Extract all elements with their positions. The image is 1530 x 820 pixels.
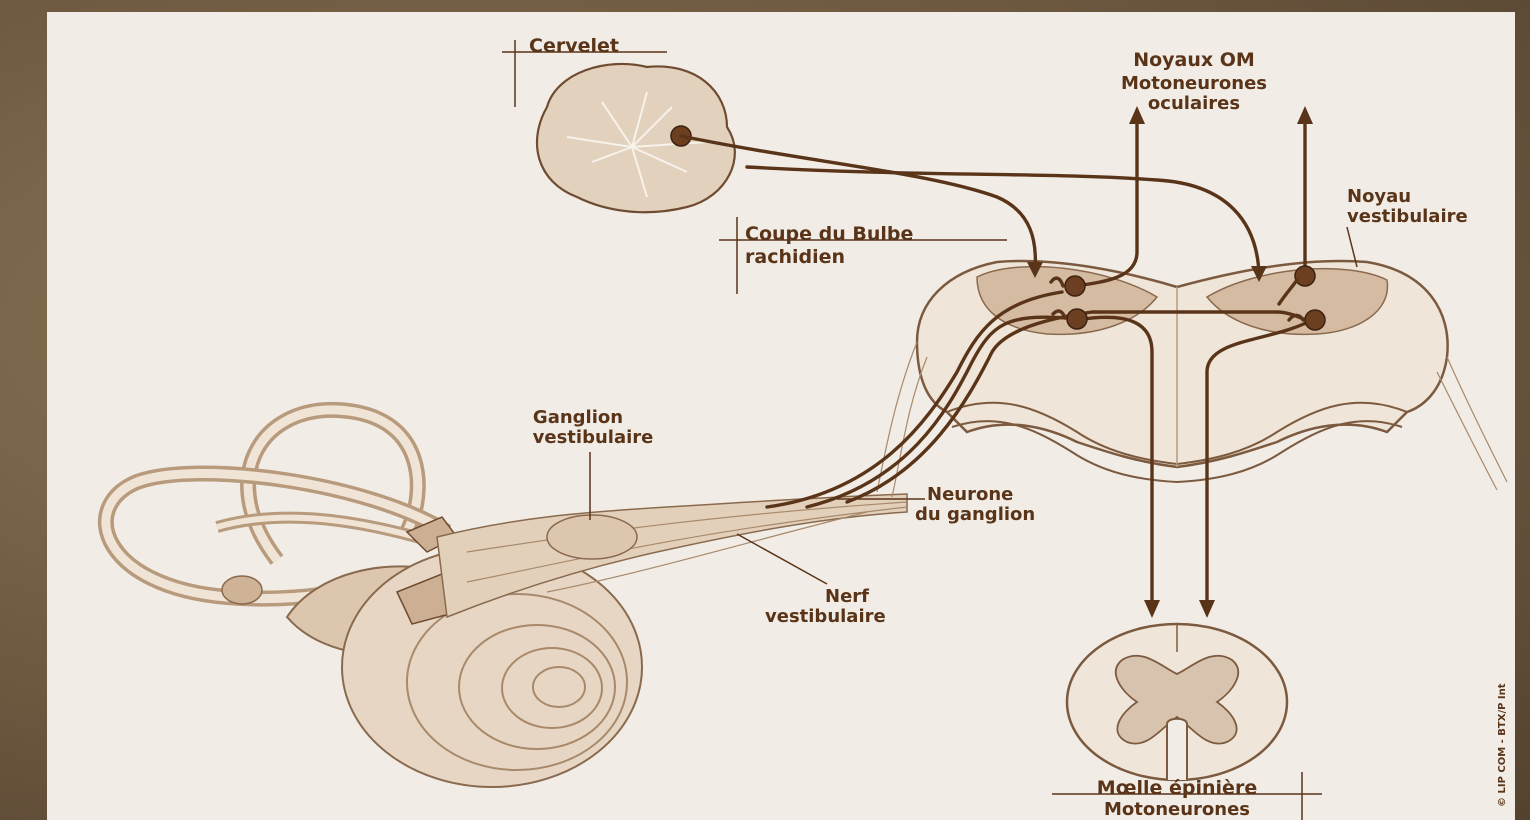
label-ganglion-2: vestibulaire (533, 427, 654, 448)
nucleus-neuron-3 (1295, 266, 1315, 286)
arrow-down-left (1144, 600, 1160, 618)
arrow-up-right (1297, 106, 1313, 124)
label-moelle-2: Motoneurones (1104, 799, 1250, 820)
label-coupe-bulbe-2: rachidien (745, 246, 845, 268)
spinal-cord-section (1067, 624, 1287, 780)
nucleus-neuron-2 (1067, 309, 1087, 329)
copyright-credit: © LIP COM - BTX/P Int (1497, 683, 1508, 807)
nucleus-neuron-4 (1305, 310, 1325, 330)
label-noyaux-om: Noyaux OM (1133, 49, 1255, 71)
label-moelle-1: Mœlle épinière (1097, 777, 1257, 799)
label-motoneurones-oculaires-2: oculaires (1148, 93, 1240, 114)
label-noyau-1: Noyau (1347, 186, 1411, 207)
nucleus-neuron-1 (1065, 276, 1085, 296)
cerebellum-illustration (537, 64, 735, 212)
medulla-cross-section (877, 261, 1507, 497)
label-coupe-bulbe-1: Coupe du Bulbe (745, 223, 913, 245)
label-neurone-2: du ganglion (915, 504, 1035, 525)
vestibular-pathway-diagram: Cervelet Noyaux OM Motoneurones oculaire… (47, 12, 1515, 820)
label-ganglion-1: Ganglion (533, 407, 623, 428)
arrow-up-left (1129, 106, 1145, 124)
arrow-down-right (1199, 600, 1215, 618)
label-nerf-1: Nerf (825, 586, 869, 607)
label-cervelet: Cervelet (529, 35, 619, 57)
diagram-panel: Cervelet Noyaux OM Motoneurones oculaire… (47, 12, 1515, 820)
label-motoneurones-oculaires-1: Motoneurones (1121, 73, 1267, 94)
label-noyau-2: vestibulaire (1347, 206, 1468, 227)
inner-ear-illustration (106, 410, 907, 787)
label-neurone-1: Neurone (927, 484, 1013, 505)
label-nerf-2: vestibulaire (765, 606, 886, 627)
